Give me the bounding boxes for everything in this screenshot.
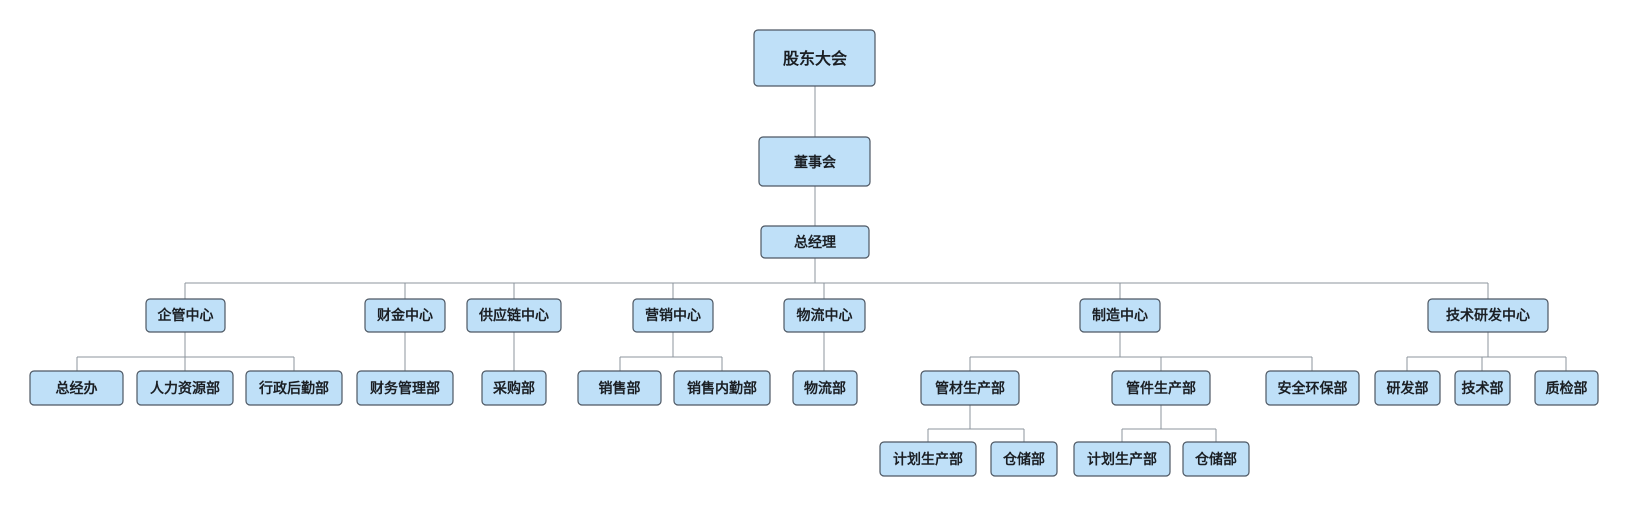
- node-subdept-planning-1: 计划生产部: [879, 441, 977, 477]
- node-center-admin: 企管中心: [145, 298, 226, 333]
- node-dept-fitting-production: 管件生产部: [1111, 370, 1211, 406]
- node-subdept-warehouse-1: 仓储部: [990, 441, 1058, 477]
- svg-text:销售内勤部: 销售内勤部: [687, 380, 757, 397]
- edge-manufacturing-depts: [969, 332, 1313, 371]
- edge-fitting-subdepts: [1121, 405, 1217, 442]
- svg-text:采购部: 采购部: [492, 380, 535, 397]
- node-dept-logistics: 物流部: [792, 370, 858, 406]
- svg-text:管材生产部: 管材生产部: [935, 380, 1005, 397]
- svg-text:技术部: 技术部: [1462, 380, 1504, 397]
- svg-text:物流部: 物流部: [804, 380, 846, 397]
- svg-text:仓储部: 仓储部: [1002, 451, 1045, 468]
- edge-gm-centers: [184, 258, 1489, 299]
- node-dept-purchasing: 采购部: [481, 370, 547, 406]
- node-dept-quality: 质检部: [1534, 370, 1599, 406]
- node-center-rnd: 技术研发中心: [1427, 298, 1549, 333]
- node-center-logistics: 物流中心: [783, 298, 866, 333]
- svg-text:管件生产部: 管件生产部: [1126, 380, 1196, 397]
- svg-text:总经理: 总经理: [794, 234, 836, 251]
- edge-pipe-subdepts: [927, 405, 1025, 442]
- node-gm: 总经理: [760, 225, 870, 259]
- svg-text:财务管理部: 财务管理部: [369, 380, 440, 397]
- node-dept-pipe-production: 管材生产部: [920, 370, 1020, 406]
- svg-text:安全环保部: 安全环保部: [1278, 380, 1348, 397]
- svg-text:计划生产部: 计划生产部: [893, 451, 963, 468]
- node-center-marketing: 营销中心: [632, 298, 714, 333]
- svg-text:研发部: 研发部: [1387, 380, 1429, 397]
- svg-text:总经办: 总经办: [56, 380, 98, 397]
- svg-text:制造中心: 制造中心: [1092, 307, 1148, 324]
- svg-text:人力资源部: 人力资源部: [150, 380, 220, 397]
- edge-marketing-depts: [619, 332, 723, 371]
- node-dept-hr: 人力资源部: [136, 370, 234, 406]
- node-dept-sales: 销售部: [577, 370, 662, 406]
- node-board: 董事会: [758, 136, 871, 187]
- node-subdept-planning-2: 计划生产部: [1073, 441, 1171, 477]
- svg-text:股东大会: 股东大会: [783, 49, 847, 68]
- svg-text:企管中心: 企管中心: [157, 307, 214, 324]
- svg-text:计划生产部: 计划生产部: [1087, 451, 1157, 468]
- node-shareholders: 股东大会: [753, 29, 876, 87]
- svg-text:质检部: 质检部: [1546, 380, 1588, 397]
- svg-text:财金中心: 财金中心: [376, 307, 433, 324]
- edge-admin-depts: [76, 332, 295, 371]
- svg-text:营销中心: 营销中心: [645, 307, 701, 324]
- node-dept-safety-env: 安全环保部: [1265, 370, 1360, 406]
- node-dept-finance-mgmt: 财务管理部: [356, 370, 454, 406]
- connectors: [76, 86, 1567, 442]
- node-dept-technology: 技术部: [1454, 370, 1511, 406]
- svg-text:董事会: 董事会: [794, 154, 837, 171]
- node-center-manufacturing: 制造中心: [1079, 298, 1161, 333]
- svg-text:行政后勤部: 行政后勤部: [258, 380, 329, 397]
- node-dept-gm-office: 总经办: [29, 370, 124, 406]
- edge-rnd-depts: [1406, 332, 1567, 371]
- node-subdept-warehouse-2: 仓储部: [1182, 441, 1250, 477]
- node-dept-sales-support: 销售内勤部: [673, 370, 771, 406]
- svg-text:技术研发中心: 技术研发中心: [1446, 307, 1530, 324]
- svg-text:物流中心: 物流中心: [797, 307, 853, 324]
- node-center-finance: 财金中心: [364, 298, 446, 333]
- svg-text:仓储部: 仓储部: [1194, 451, 1237, 468]
- svg-text:供应链中心: 供应链中心: [478, 307, 549, 324]
- node-center-supply: 供应链中心: [466, 298, 562, 333]
- node-dept-research: 研发部: [1374, 370, 1441, 406]
- svg-text:销售部: 销售部: [599, 380, 641, 397]
- node-dept-admin-logistics: 行政后勤部: [245, 370, 343, 406]
